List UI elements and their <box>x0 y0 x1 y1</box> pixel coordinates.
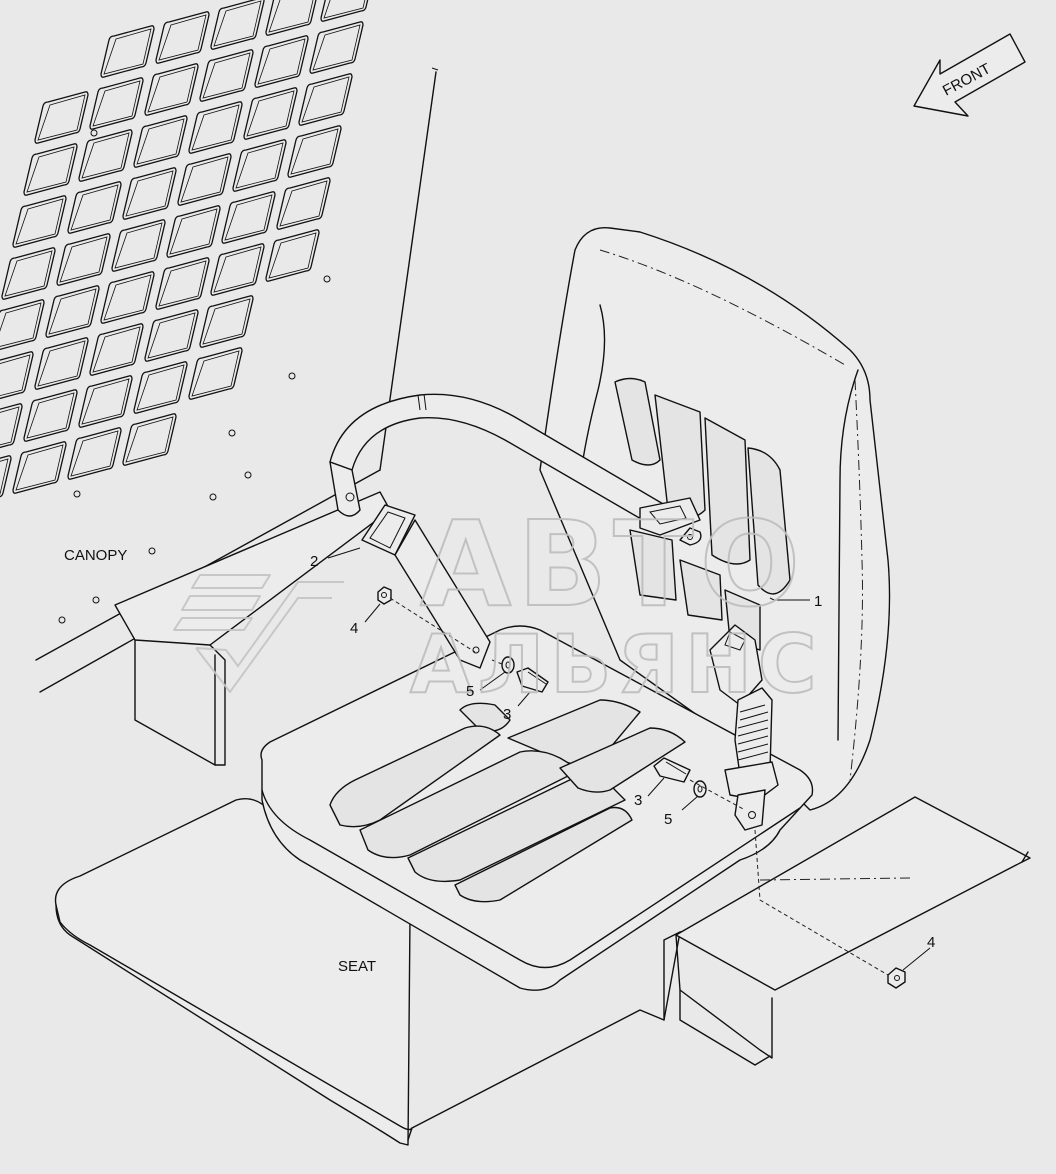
mesh-cell-inner <box>235 142 284 189</box>
mesh-cell-inner <box>70 430 119 477</box>
mesh-cell-inner <box>70 184 119 231</box>
watermark-line2: АЛЬЯНС <box>410 618 823 711</box>
mesh-cell-inner <box>26 146 75 193</box>
callout-3-left: 3 <box>503 706 511 723</box>
mesh-cell-inner <box>125 416 174 463</box>
mesh-cell <box>0 403 23 449</box>
leader-lines <box>327 547 931 971</box>
mesh-cell-inner <box>268 232 317 279</box>
mesh-cell-inner <box>169 208 218 255</box>
mesh-cell-inner <box>323 0 366 19</box>
seat-belt-strap <box>329 393 702 546</box>
mesh-cell-inner <box>15 198 64 245</box>
callout-5-right: 5 <box>664 811 672 828</box>
canopy-label: CANOPY <box>64 547 127 564</box>
right-bracket <box>675 796 1031 1066</box>
watermark: АВТО АЛЬЯНС <box>173 494 823 712</box>
mesh-cell-inner <box>268 0 314 33</box>
hardware-left <box>377 586 549 693</box>
mesh-cell-inner <box>81 378 130 425</box>
mesh-cell <box>0 455 12 498</box>
mesh-cell-inner <box>147 312 196 359</box>
watermark-line1: АВТО <box>420 495 806 633</box>
seat-back <box>539 226 891 811</box>
mesh-cell-inner <box>290 128 339 175</box>
mesh-cell-inner <box>279 180 328 227</box>
mesh-cell-inner <box>59 236 108 283</box>
callout-1: 1 <box>814 593 822 610</box>
mesh-cell-inner <box>158 14 207 61</box>
callout-4-left: 4 <box>350 620 358 637</box>
front-arrow: FRONT <box>913 33 1026 117</box>
mesh-cell-inner <box>312 24 361 71</box>
mesh-cell-inner <box>103 274 152 321</box>
mesh-cell-inner <box>136 118 185 165</box>
mesh-cell-inner <box>180 156 229 203</box>
mesh-cell-inner <box>37 94 86 141</box>
mesh-cell-inner <box>125 170 174 217</box>
mesh-cell-inner <box>81 132 130 179</box>
hardware-right <box>653 757 906 989</box>
mesh-cell-inner <box>147 66 196 113</box>
assembly-lines <box>389 597 911 976</box>
mesh-cell-inner <box>257 38 306 85</box>
mesh-cell-inner <box>224 194 273 241</box>
mesh-cell-inner <box>202 52 251 99</box>
mesh-cell-inner <box>0 302 42 347</box>
mesh-cell-inner <box>0 354 31 397</box>
mesh-cell-inner <box>158 260 207 307</box>
mesh-cell-inner <box>114 222 163 269</box>
mesh-cell-inner <box>191 350 240 397</box>
mesh-cell <box>265 0 317 36</box>
mesh-cell-inner <box>26 392 75 439</box>
callout-4-right: 4 <box>927 934 935 951</box>
mesh-cell-inner <box>4 250 53 297</box>
canopy-mesh <box>0 0 369 498</box>
mesh-cell <box>0 299 45 351</box>
mesh-cell-inner <box>37 340 86 387</box>
seat-label: SEAT <box>338 958 376 975</box>
buckle-item-1 <box>709 624 779 831</box>
callout-2: 2 <box>310 553 318 570</box>
mesh-cell-inner <box>15 444 64 491</box>
mesh-cell-inner <box>103 28 152 75</box>
mesh-cell-inner <box>136 364 185 411</box>
mesh-cell-inner <box>246 90 295 137</box>
mesh-cell-inner <box>48 288 97 335</box>
mesh-cell-inner <box>0 406 20 446</box>
callout-3-right: 3 <box>634 792 642 809</box>
mesh-cell-inner <box>301 76 350 123</box>
seat-cushion <box>260 625 814 991</box>
mesh-cell-inner <box>92 326 141 373</box>
mesh-cell-inner <box>92 80 141 127</box>
mesh-cell-inner <box>213 246 262 293</box>
mesh-cell <box>0 351 34 400</box>
mesh-cell-inner <box>213 0 262 47</box>
mesh-cell-inner <box>202 298 251 345</box>
mesh-cell-inner <box>191 104 240 151</box>
callout-5-left: 5 <box>466 683 474 700</box>
buckle-item-2 <box>361 504 491 669</box>
